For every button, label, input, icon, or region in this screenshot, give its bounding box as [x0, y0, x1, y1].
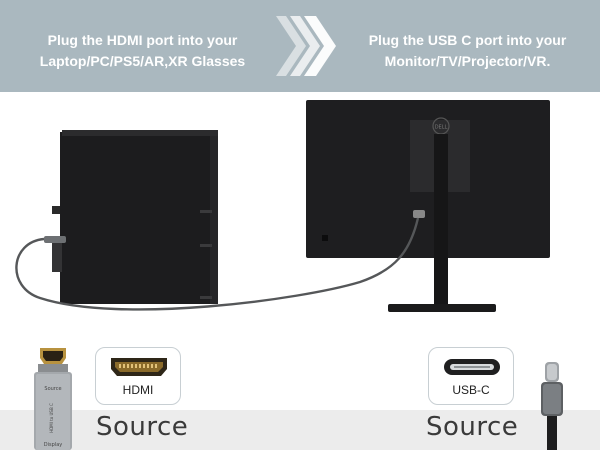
- usbc-plug: [541, 362, 563, 450]
- adapter-display-text: Display: [44, 442, 62, 448]
- chevrons-right-icon: [276, 16, 336, 76]
- bottom-band: [0, 410, 600, 450]
- usbc-port-card: USB-C: [428, 347, 514, 405]
- usb-hdmi-cable: [15, 217, 420, 311]
- monitor: DELL: [306, 100, 550, 312]
- source-label-right: Source: [426, 412, 519, 442]
- hdmi-port-card: HDMI: [95, 347, 181, 405]
- adapter-brand-text: HDMI to USB C: [49, 403, 54, 433]
- monitor-logo: DELL: [435, 125, 448, 131]
- hdmi-port-icon: [111, 358, 167, 376]
- usbc-port-label: USB-C: [452, 383, 490, 397]
- hdmi-port-label: HDMI: [122, 383, 154, 397]
- setup-scene: DELL: [15, 100, 550, 312]
- banner-left-text: Plug the HDMI port into your Laptop/PC/P…: [39, 32, 246, 69]
- usbc-port-icon: [444, 359, 500, 375]
- hdmi-plug-adapter: Source HDMI to USB C Display: [34, 348, 72, 450]
- pc-tower: [44, 130, 218, 304]
- source-label-left: Source: [96, 412, 189, 442]
- banner-right-text: Plug the USB C port into your Monitor/TV…: [368, 32, 567, 69]
- adapter-source-text: Source: [44, 386, 61, 392]
